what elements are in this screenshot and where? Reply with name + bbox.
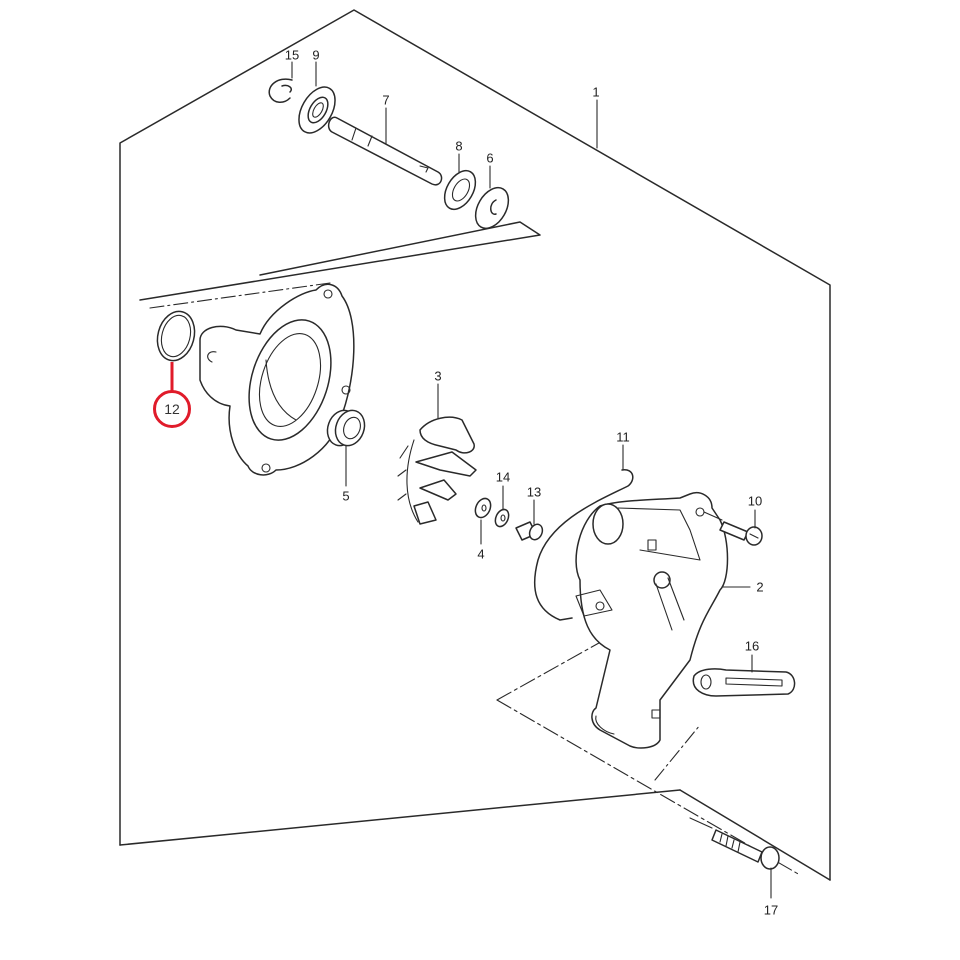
part-2-water-pump-case[interactable] (575, 492, 751, 749)
part-12-o-ring[interactable] (152, 307, 200, 392)
pump-seal-housing[interactable] (199, 283, 355, 476)
callout-16[interactable]: 16 (744, 638, 760, 654)
part-15-circlip[interactable] (268, 61, 293, 103)
part-16-hose-bracket[interactable] (692, 654, 796, 697)
callout-2[interactable]: 2 (756, 579, 764, 595)
part-7-impeller-shaft[interactable] (327, 107, 443, 186)
assembly-outline (119, 9, 831, 881)
callout-9[interactable]: 9 (312, 47, 320, 63)
callout-5[interactable]: 5 (342, 488, 350, 504)
callout-7[interactable]: 7 (382, 92, 390, 108)
part-14-seal-washer[interactable] (493, 485, 511, 529)
part-5-mechanical-seal[interactable] (323, 406, 370, 487)
callout-4[interactable]: 4 (477, 546, 485, 562)
callout-17[interactable]: 17 (763, 902, 779, 918)
callout-3[interactable]: 3 (434, 368, 442, 384)
callout-12[interactable]: 12 (164, 401, 180, 417)
callout-6[interactable]: 6 (486, 150, 494, 166)
callout-8[interactable]: 8 (455, 138, 463, 154)
callout-10[interactable]: 10 (747, 493, 763, 509)
part-13-impeller-bolt[interactable] (515, 499, 545, 542)
part-10-case-bolt[interactable] (703, 509, 763, 546)
part-11-case-o-ring[interactable] (534, 444, 634, 621)
part-17-mounting-bolt[interactable] (689, 817, 780, 899)
callout-11[interactable]: 11 (616, 429, 630, 445)
callout-14[interactable]: 14 (495, 469, 511, 485)
part-3-impeller[interactable] (397, 383, 477, 525)
part-9-bearing[interactable] (292, 61, 343, 139)
callout-13[interactable]: 13 (526, 484, 542, 500)
callout-15[interactable]: 15 (284, 47, 300, 63)
callout-1[interactable]: 1 (592, 84, 600, 100)
part-8-bearing[interactable] (438, 153, 482, 215)
part-4-washer[interactable] (472, 496, 493, 545)
part-6-oil-seal[interactable] (469, 165, 515, 234)
highlight-circle-12 (153, 390, 191, 428)
